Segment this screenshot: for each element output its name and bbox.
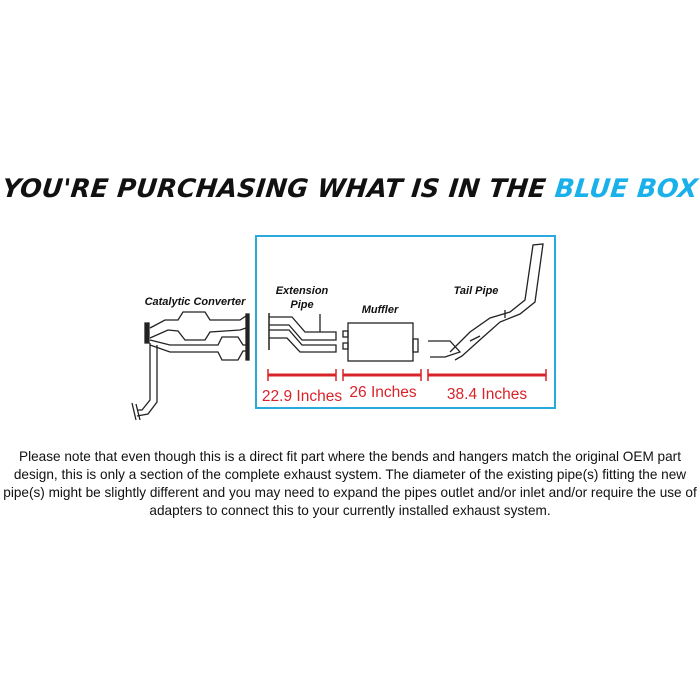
label-extension-line1: Extension: [276, 285, 329, 297]
measure-bar-muffler: [342, 369, 422, 381]
measure-bar-tail-pipe: [427, 369, 547, 381]
tail-pipe-drawing: [428, 243, 544, 361]
muffler-drawing: [342, 322, 419, 362]
disclaimer-note: Please note that even though this is a d…: [3, 449, 697, 518]
label-catalytic-converter: Catalytic Converter: [145, 296, 247, 308]
label-tail-pipe: Tail Pipe: [454, 285, 499, 297]
measure-tail-pipe: 38.4 Inches: [447, 386, 527, 403]
extension-pipe-drawing: [268, 313, 337, 353]
label-muffler: Muffler: [362, 304, 399, 316]
blue-box: [255, 235, 556, 409]
measure-muffler: 26 Inches: [349, 384, 416, 401]
catalytic-converter-drawing: [131, 311, 250, 421]
measure-extension: 22.9 Inches: [262, 388, 342, 405]
label-extension-line2: Pipe: [290, 299, 313, 311]
measure-bar-extension: [267, 369, 337, 381]
